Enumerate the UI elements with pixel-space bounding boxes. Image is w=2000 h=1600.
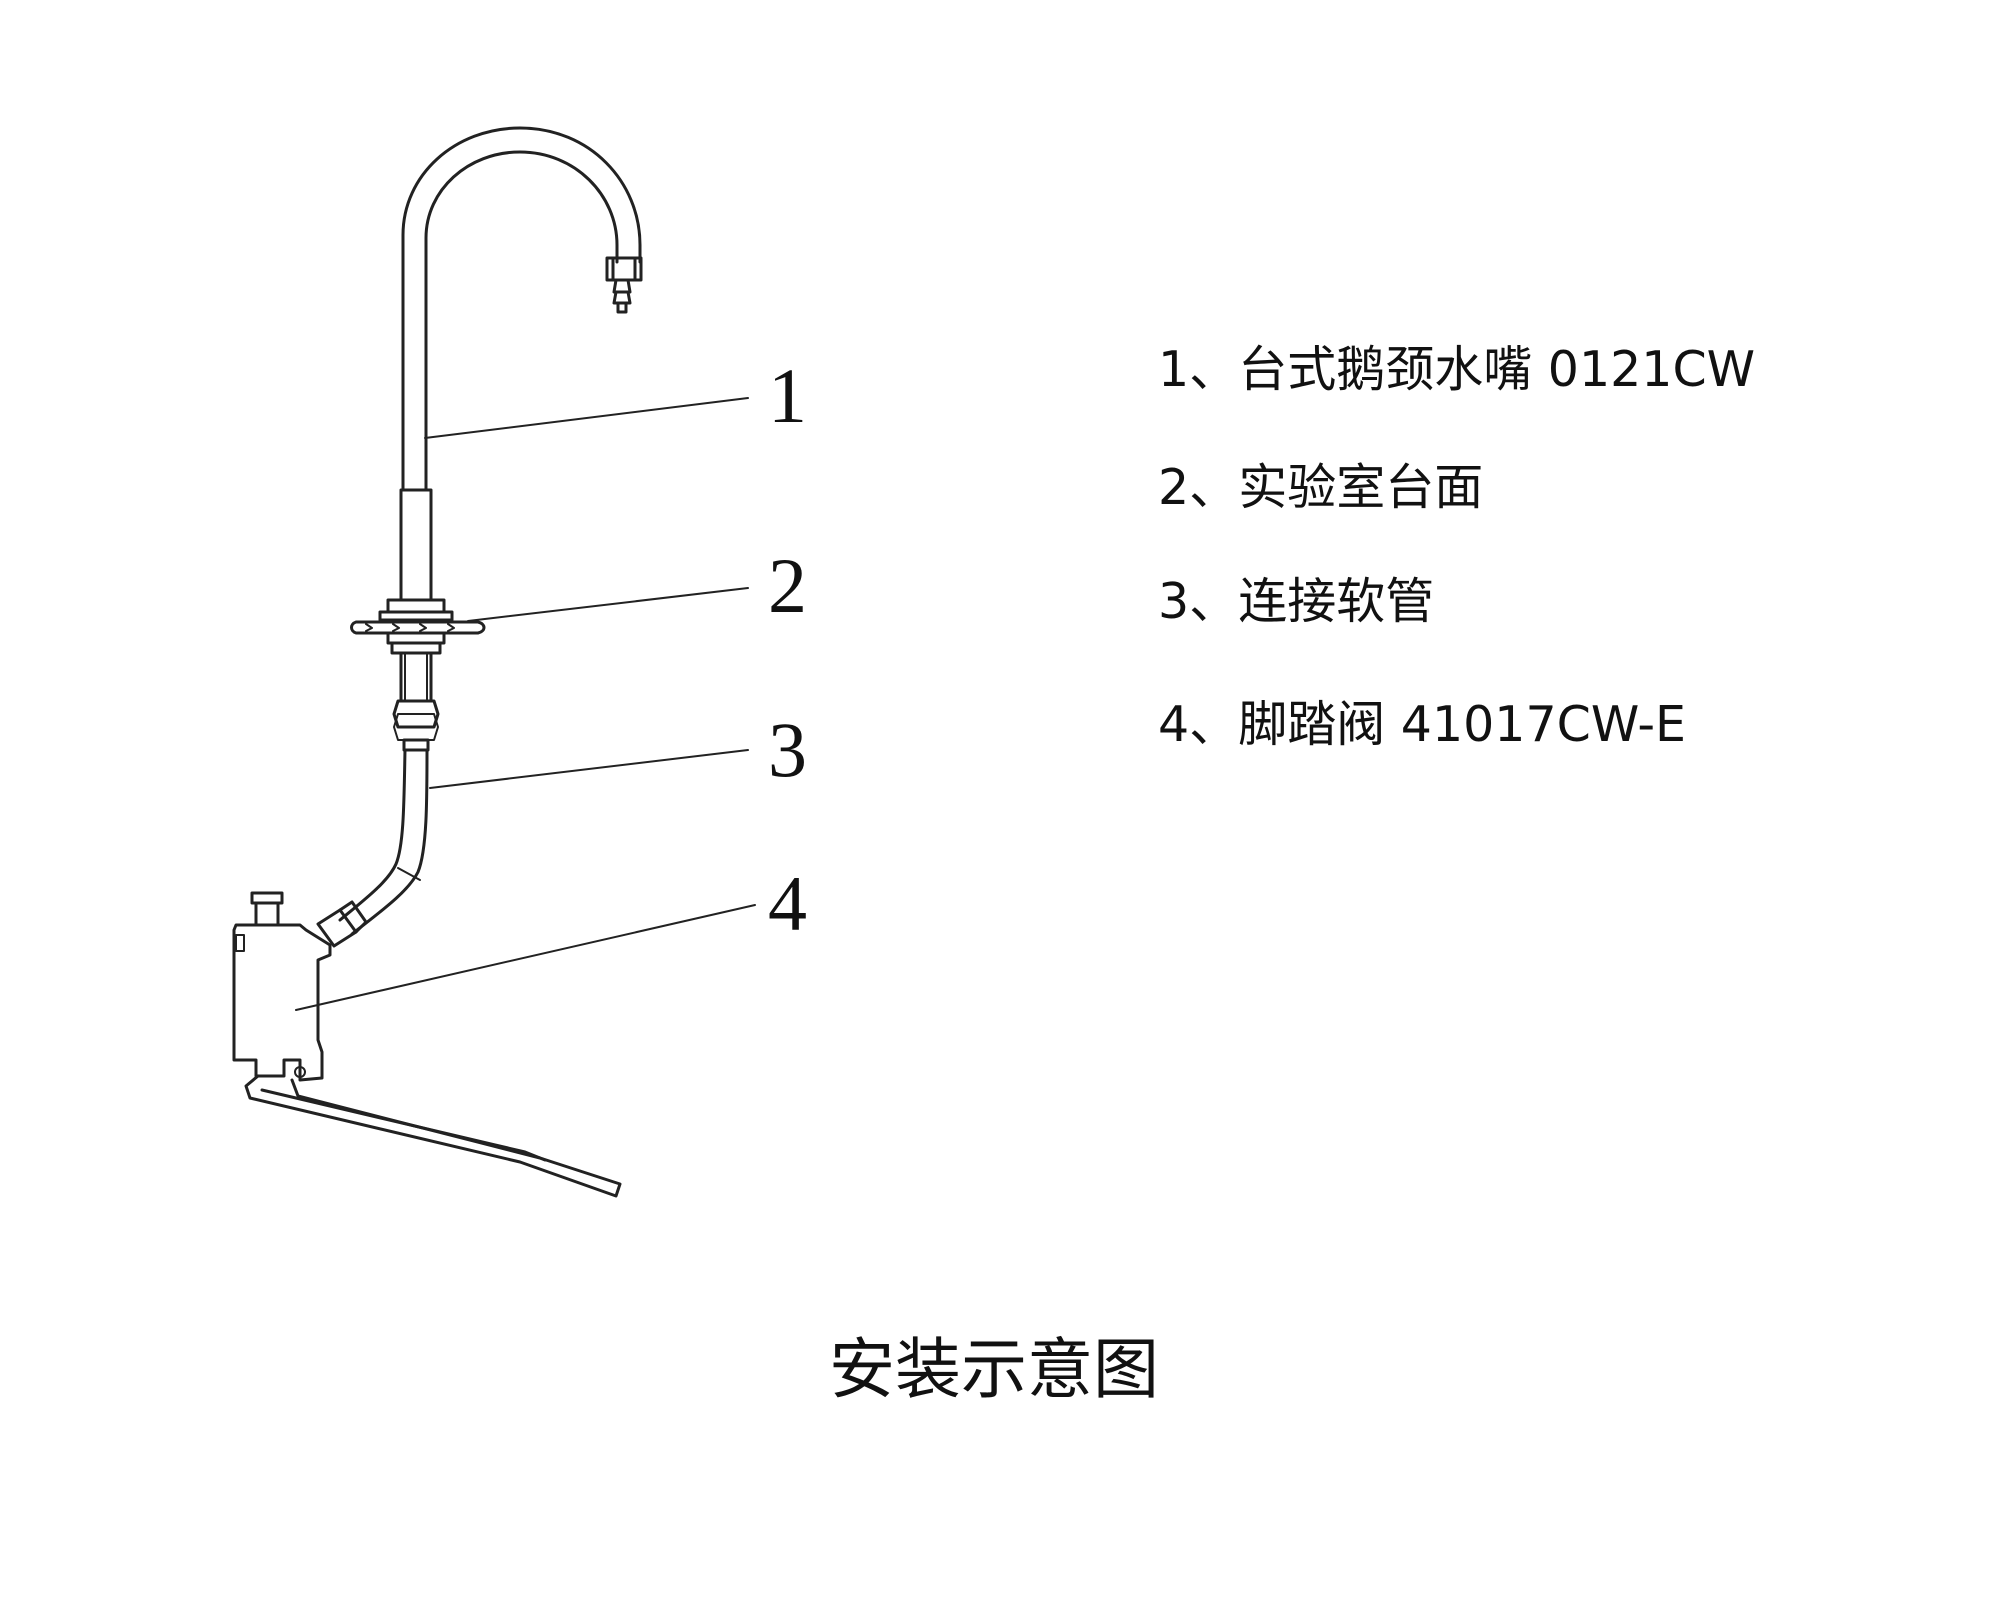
lab-countertop	[350, 620, 486, 655]
faucet-shank	[392, 651, 440, 752]
caption-text: 安装示意图	[829, 1331, 1159, 1408]
callout-number-2: 2	[768, 542, 807, 629]
leader-line-1	[424, 397, 749, 439]
legend-number: 4、	[1158, 696, 1239, 753]
leader-line-4	[295, 904, 756, 1011]
legend-text: 实验室台面	[1238, 459, 1484, 516]
legend-item-3: 3、连接软管	[1158, 562, 1434, 633]
legend-text: 台式鹅颈水嘴 0121CW	[1238, 341, 1756, 398]
legend-item-2: 2、实验室台面	[1158, 448, 1483, 519]
callout-number-3: 3	[768, 706, 807, 793]
connecting-hose	[338, 748, 429, 936]
legend-text: 脚踏阀 41017CW-E	[1238, 696, 1686, 753]
legend-number: 1、	[1158, 341, 1239, 398]
leader-lines	[295, 397, 756, 1011]
legend-item-1: 1、台式鹅颈水嘴 0121CW	[1158, 330, 1755, 401]
legend-text: 连接软管	[1238, 573, 1435, 630]
diagram-caption: 安装示意图	[0, 1316, 2000, 1412]
leader-line-2	[467, 587, 749, 622]
foot-pedal-valve	[232, 891, 622, 1198]
legend-number: 2、	[1158, 459, 1239, 516]
leader-line-3	[429, 749, 749, 789]
callout-number-4: 4	[768, 860, 807, 947]
gooseneck-faucet	[378, 126, 643, 622]
callout-number-1: 1	[768, 352, 807, 439]
legend-number: 3、	[1158, 573, 1239, 630]
legend-item-4: 4、脚踏阀 41017CW-E	[1158, 685, 1686, 756]
